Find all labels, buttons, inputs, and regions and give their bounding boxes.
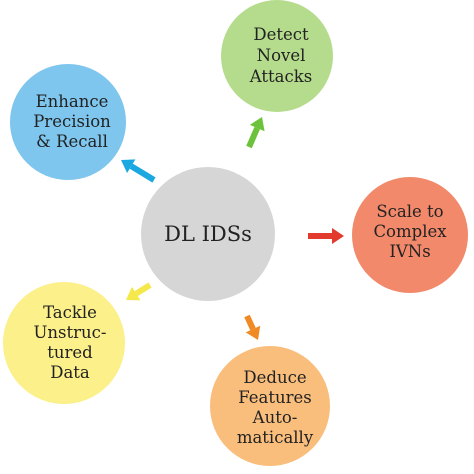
arrows-layer: [121, 117, 344, 340]
arrow-head: [249, 117, 265, 132]
node-label-line: Tackle: [43, 303, 97, 322]
node-label-line: tured: [47, 343, 93, 362]
node-label-line: Unstruc-: [34, 323, 107, 342]
node-label-line: Enhance: [36, 92, 109, 111]
node-label-line: Detect: [253, 25, 309, 44]
arrow-shaft: [244, 314, 256, 331]
arrow-head: [121, 159, 136, 174]
arrow-to-detect-novel-attacks: [246, 117, 265, 149]
node-label-line: IVNs: [389, 242, 430, 261]
node-label-line: matically: [237, 428, 314, 447]
node-label-line: Features: [238, 388, 312, 407]
node-label-line: Precision: [33, 112, 111, 131]
arrow-to-deduce-features-automatically: [244, 314, 261, 340]
center-node: DL IDSs: [141, 167, 275, 301]
arrow-head: [332, 228, 344, 244]
node-label-line: Auto-: [252, 408, 298, 427]
arrow-shaft: [129, 163, 156, 183]
node-label-line: & Recall: [36, 132, 108, 151]
arrow-head: [126, 286, 141, 301]
node-label-line: Deduce: [243, 368, 306, 387]
node-label-line: Complex: [373, 222, 447, 241]
node-label-line: Scale to: [376, 202, 443, 221]
arrow-to-tackle-unstructured-data: [126, 282, 152, 301]
arrow-shaft: [246, 126, 260, 149]
node-circle: [352, 177, 468, 293]
arrow-head: [245, 325, 261, 340]
center-node-label: DL IDSs: [164, 222, 252, 246]
node-label-line: Data: [50, 363, 90, 382]
node-circle: [210, 346, 330, 466]
node-circle: [10, 64, 126, 180]
node-label-line: Attacks: [249, 67, 312, 86]
node-circle: [221, 0, 333, 112]
node-label-line: Novel: [257, 46, 306, 65]
arrow-shaft: [134, 282, 152, 297]
arrow-to-enhance-precision-recall: [121, 159, 156, 183]
center-node-circle: [141, 167, 275, 301]
node-circle: [3, 282, 125, 404]
arrow-to-scale-to-complex-ivns: [308, 228, 344, 244]
